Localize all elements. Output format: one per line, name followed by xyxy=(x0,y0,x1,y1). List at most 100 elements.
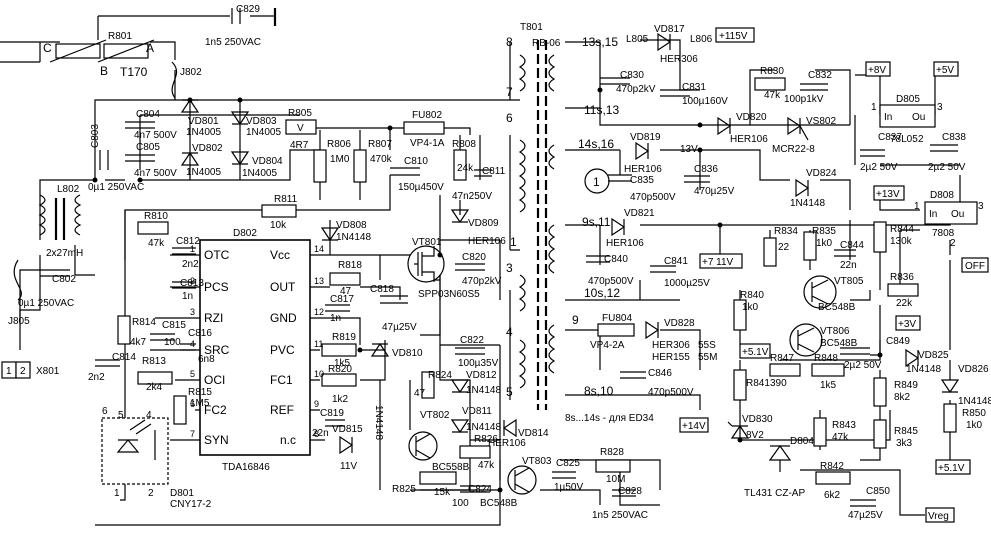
c817: C817 1n xyxy=(325,294,354,324)
c805: C805 4n7 500V xyxy=(125,142,177,179)
r813-ref: R813 xyxy=(142,356,166,367)
d802-pin-pvc: PVC xyxy=(270,343,295,357)
r834: R834 22 xyxy=(763,226,798,267)
winding-13s15: 13s,15 xyxy=(582,35,618,49)
c817-ref: C817 xyxy=(330,294,354,305)
d802-pin-ref: REF xyxy=(270,403,294,417)
vd809: VD809 HER106 xyxy=(450,209,506,247)
r806-ref: R806 xyxy=(327,139,351,150)
vd828-diode-icon xyxy=(645,320,660,340)
r810-ref: R810 xyxy=(144,211,168,222)
c836-ref: C836 xyxy=(694,164,718,175)
d802-pin-out: OUT xyxy=(270,280,296,294)
r819: R819 1k5 xyxy=(321,332,357,369)
r826: R826 47k xyxy=(459,434,498,471)
vt806-value: BC548B xyxy=(820,338,858,349)
vd830: VD830 8V2 xyxy=(727,414,773,441)
winding-14s16: 14s,16 xyxy=(578,137,614,151)
c849-value: 2µ2 50V xyxy=(844,360,882,371)
vd821-value: HER106 xyxy=(606,238,644,249)
fu802-value: VP4-1A xyxy=(410,138,445,149)
d802-pin-num-3: 3 xyxy=(190,307,195,317)
r815-value: 1M5 xyxy=(190,398,210,409)
vt802: VT802 BC558B xyxy=(408,410,470,473)
c850-value: 47µ25V xyxy=(848,510,883,521)
c838-value: 2µ2 50V xyxy=(928,162,966,173)
label-115v: +115V xyxy=(719,31,748,42)
r849: R849 8k2 xyxy=(873,377,918,407)
r811-value: 10k xyxy=(270,220,287,231)
c822: C822 100µ35V xyxy=(455,335,499,369)
c835: C835 470p500V xyxy=(608,174,676,203)
x801-pin-1: 1 xyxy=(6,366,12,377)
l802-ref: L802 xyxy=(57,184,80,195)
r801-pin-c: C xyxy=(43,41,52,55)
r815: R815 1M5 xyxy=(173,387,212,425)
vd817: VD817 HER306 xyxy=(654,24,698,65)
x801: 1 2 X801 xyxy=(1,361,60,379)
vd815: VD815 11V xyxy=(332,424,363,472)
c829-ref: C829 xyxy=(236,4,260,15)
label-off: OFF xyxy=(965,261,985,272)
c815-ref: C815 xyxy=(162,320,186,331)
l802: L802 2x27mH xyxy=(38,184,83,259)
d802-ref: D802 xyxy=(233,228,257,239)
r824: R824 47 xyxy=(414,370,452,399)
c802-value: 0µ1 250VAC xyxy=(18,298,74,309)
d804: D804 TL431 CZ-AP xyxy=(744,436,814,499)
vd809-diode-icon xyxy=(450,209,470,224)
r842-ref: R842 xyxy=(820,461,844,472)
c813-value: 1n xyxy=(182,291,193,302)
d802-pin-oci: OCI xyxy=(204,373,225,387)
r840-value: 1k0 xyxy=(742,302,759,313)
vs802-thyristor-icon xyxy=(787,116,809,141)
circle-marker: 1 xyxy=(584,168,610,194)
vd820-value: HER106 xyxy=(730,134,768,145)
c837-value: 2µ2 50V xyxy=(860,162,898,173)
j802: J802 xyxy=(171,61,202,99)
vd820-diode-icon xyxy=(717,116,732,136)
vd815-diode-icon xyxy=(339,435,354,455)
c832-ref: C832 xyxy=(808,70,832,81)
vd821-diode-icon xyxy=(611,217,626,237)
vt803-value: BC548B xyxy=(480,498,518,509)
fu802: FU802 VP4-1A xyxy=(403,110,445,149)
d802-pin-otc: OTC xyxy=(204,248,230,262)
r814-ref: R814 xyxy=(132,317,156,328)
vd808-value: 1N4148 xyxy=(336,232,371,243)
c815-value: 100 xyxy=(164,337,181,348)
d802-pin-num-14: 14 xyxy=(314,244,324,254)
c804-ref: C804 xyxy=(136,109,160,120)
c810: C810 150µ450V xyxy=(390,156,444,193)
junction-dots xyxy=(92,87,883,493)
vd819-diode-icon xyxy=(635,141,650,161)
d808-value: 7808 xyxy=(932,228,955,239)
winding-9: 9 xyxy=(572,313,579,327)
c824-ref: C824 xyxy=(468,484,492,495)
vd826-diode-icon xyxy=(940,379,960,394)
d801-pin-5: 5 xyxy=(118,410,124,421)
d802-pin-fc2: FC2 xyxy=(204,403,227,417)
d802-pin-syn: SYN xyxy=(204,433,229,447)
d802-pin-vcc: Vcc xyxy=(270,248,290,262)
c810-value: 150µ450V xyxy=(398,182,444,193)
vt805-value: BC548B xyxy=(818,302,856,313)
c830: C830 470p2kV xyxy=(600,70,656,95)
vd812: VD812 1N4148 xyxy=(450,370,501,396)
c830-ref: C830 xyxy=(620,70,644,81)
vd824-diode-icon xyxy=(795,178,810,198)
vd828-ref: VD828 xyxy=(664,318,695,329)
vt803: VT803 BC548B xyxy=(480,456,552,509)
r845-value: 3k3 xyxy=(896,438,913,449)
r825: R825 15k xyxy=(392,471,457,498)
r835-value: 1k0 xyxy=(816,238,833,249)
vt805: VT805 BC548B xyxy=(803,275,864,313)
t801-pin-4: 4 xyxy=(506,325,513,339)
c818-ref: C818 xyxy=(370,284,394,295)
r830: R830 47k xyxy=(754,66,786,101)
vd804-ref: VD804 xyxy=(252,156,283,167)
c825-value: 1µ50V xyxy=(554,482,583,493)
r843: R843 47k xyxy=(813,417,856,447)
r849-value: 8k2 xyxy=(894,392,911,403)
